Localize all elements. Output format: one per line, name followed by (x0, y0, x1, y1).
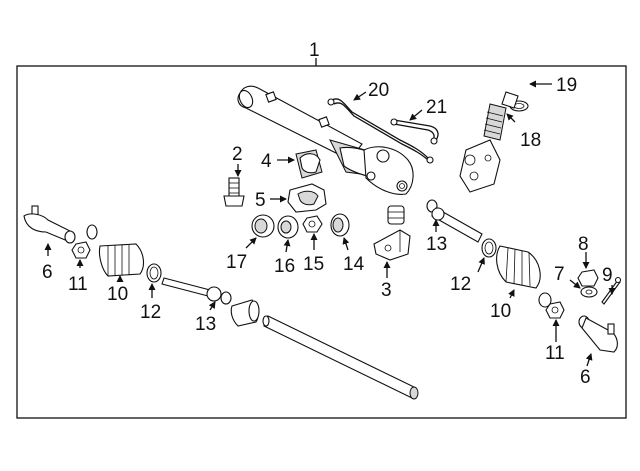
castle-nut-8 (577, 269, 599, 287)
callout-19: 19 (556, 75, 577, 96)
bushing-14 (330, 213, 350, 237)
rack-housing (237, 85, 414, 195)
callout-3: 3 (381, 280, 392, 301)
pressure-line (327, 98, 434, 164)
inner-tie-rod-left (161, 277, 232, 305)
mount-clamp (287, 183, 327, 213)
callout-20: 20 (368, 80, 389, 101)
callout-12-left: 12 (140, 302, 161, 323)
callout-15: 15 (303, 254, 324, 275)
callout-13-left: 13 (195, 314, 216, 335)
ring-12-left (146, 263, 162, 283)
nut-15 (302, 215, 323, 233)
callout-17: 17 (226, 252, 247, 273)
callout-8: 8 (578, 234, 589, 255)
tie-rod-end-right (578, 315, 618, 353)
rubber-mount (387, 205, 405, 225)
assembly-frame (16, 65, 627, 419)
callout-6-left: 6 (42, 262, 53, 283)
callout-11-left: 11 (68, 274, 88, 295)
jam-nut-right (545, 301, 565, 319)
boot-right (496, 245, 541, 289)
mount-bushing (295, 149, 323, 179)
bushing-16 (277, 215, 299, 239)
callout-1: 1 (309, 40, 320, 61)
sleeve-left (230, 299, 260, 327)
rack-bar (262, 315, 419, 400)
valve-assembly (459, 91, 529, 193)
callout-11-right: 11 (545, 343, 565, 364)
bushing-17 (251, 214, 275, 238)
washer-left (86, 224, 98, 240)
callout-5: 5 (255, 190, 266, 211)
washer-7 (580, 286, 598, 298)
boot-left (98, 243, 145, 277)
callout-14: 14 (343, 254, 365, 275)
bracket-3 (373, 229, 411, 261)
callout-6-right: 6 (580, 367, 591, 388)
callout-18: 18 (520, 130, 541, 151)
mount-bolt (223, 177, 245, 207)
callout-9: 9 (602, 265, 613, 286)
leader-lines (44, 80, 616, 367)
callout-2: 2 (232, 144, 243, 165)
callout-10-right: 10 (490, 301, 511, 322)
callout-16: 16 (274, 256, 295, 277)
jam-nut-left (71, 241, 91, 259)
return-line (390, 118, 439, 145)
tie-rod-end-left (23, 205, 76, 244)
callout-10-left: 10 (107, 284, 128, 305)
callout-7: 7 (554, 264, 565, 285)
washer-right (538, 292, 552, 308)
callout-4: 4 (261, 151, 272, 172)
callout-13-right: 13 (426, 234, 447, 255)
callout-21: 21 (426, 97, 447, 118)
callout-12-right: 12 (450, 274, 471, 295)
inner-tie-rod-right (426, 199, 483, 243)
ring-12-right (481, 238, 497, 258)
callouts: 2 4 5 6 11 10 12 13 17 16 15 14 3 13 12 … (42, 75, 613, 388)
